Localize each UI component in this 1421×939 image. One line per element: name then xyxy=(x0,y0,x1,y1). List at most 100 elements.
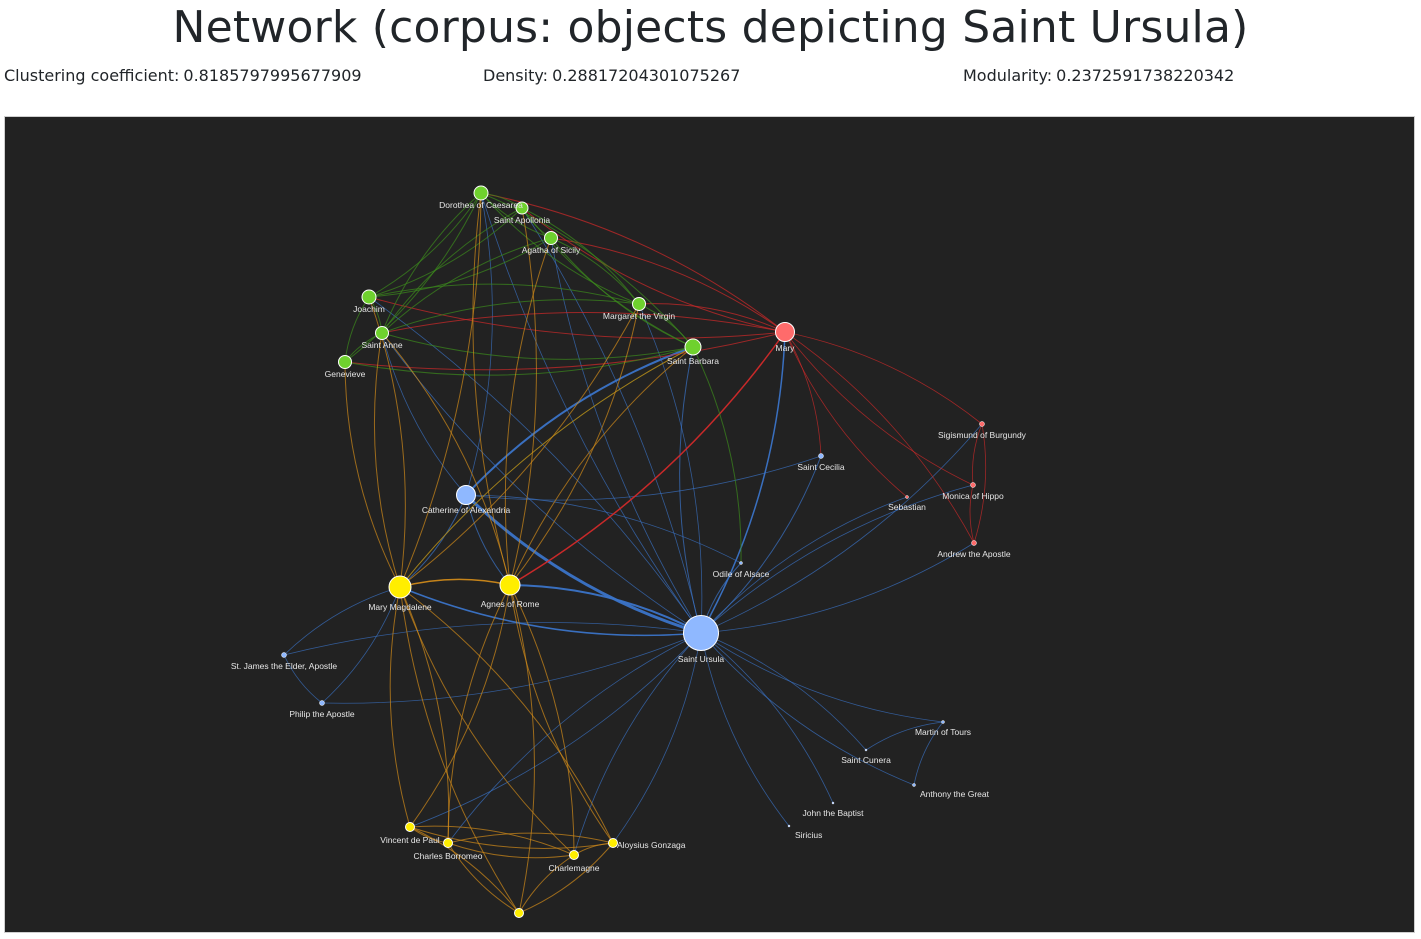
edge-ursula-charlemagne xyxy=(573,632,702,856)
node-martin[interactable] xyxy=(941,720,945,724)
edge-catherine-anne xyxy=(381,332,467,496)
node-odile[interactable] xyxy=(739,561,743,565)
node-sebastian[interactable] xyxy=(905,495,909,499)
edge-agnes-borromeo xyxy=(447,584,511,844)
edge-mary-monica xyxy=(784,331,974,486)
node-label-odile: Odile of Alsace xyxy=(713,569,770,579)
node-borromeo[interactable] xyxy=(443,838,453,848)
node-agatha[interactable] xyxy=(544,231,558,245)
node-label-agnes: Agnes of Rome xyxy=(481,599,540,609)
edge-ursula-agatha xyxy=(550,237,702,634)
edge-borromeo-unlabeled xyxy=(447,842,520,914)
node-vincent[interactable] xyxy=(405,822,415,832)
edge-ursula-apollonia xyxy=(521,207,702,634)
node-label-vincent: Vincent de Paul xyxy=(380,835,439,845)
metric-value: 0.8185797995677909 xyxy=(183,66,362,85)
edge-vincent-aloysius xyxy=(409,826,614,849)
edge-agnes-vincent xyxy=(409,584,511,828)
edge-magdalene-genevieve xyxy=(344,361,401,588)
edge-ursula-vincent xyxy=(409,632,702,828)
node-label-siricius: Siricius xyxy=(795,830,822,840)
node-label-mary: Mary xyxy=(776,343,796,353)
edge-agnes-aloysius xyxy=(509,584,614,844)
node-agnes[interactable] xyxy=(499,574,521,596)
node-andrew[interactable] xyxy=(971,540,977,546)
edge-ursula-magdalene xyxy=(399,586,702,637)
edge-mary-sigismund xyxy=(784,331,983,425)
edge-agnes-agatha xyxy=(504,237,552,586)
edge-mary-margaret xyxy=(638,303,786,333)
edge-magdalene-anne xyxy=(373,332,401,588)
edge-agnes-apollonia xyxy=(509,207,537,586)
node-catherine[interactable] xyxy=(456,485,476,505)
edge-magdalene-agnes xyxy=(399,578,511,588)
node-philip[interactable] xyxy=(319,700,325,706)
edge-mary-apollonia xyxy=(521,207,786,333)
edge-dorothea-anne xyxy=(381,192,482,334)
node-siricius[interactable] xyxy=(787,824,791,828)
edge-dorothea-joachim xyxy=(368,192,482,298)
node-ursula[interactable] xyxy=(683,615,719,651)
edge-joachim-margaret xyxy=(368,283,640,305)
edge-apollonia-barbara xyxy=(521,207,694,348)
edge-dorothea-genevieve xyxy=(344,192,482,363)
edge-ursula-sebastian xyxy=(700,496,908,634)
node-label-martin: Martin of Tours xyxy=(915,727,971,737)
node-johnbaptist[interactable] xyxy=(831,801,835,805)
edge-martin-anthony xyxy=(913,721,944,786)
edge-ursula-mary xyxy=(700,331,786,634)
node-sigismund[interactable] xyxy=(979,421,985,427)
node-anne[interactable] xyxy=(375,326,389,340)
node-cecilia[interactable] xyxy=(818,453,824,459)
node-apollonia[interactable] xyxy=(515,201,529,215)
page-title: Network (corpus: objects depicting Saint… xyxy=(172,2,1249,53)
node-james[interactable] xyxy=(281,652,287,658)
edge-cunera-martin xyxy=(865,721,944,751)
node-barbara[interactable] xyxy=(684,338,702,356)
node-label-magdalene: Mary Magdalene xyxy=(368,602,432,612)
node-label-agatha: Agatha of Sicily xyxy=(522,245,581,255)
edge-mary-cecilia xyxy=(784,331,822,457)
node-label-joachim: Joachim xyxy=(353,304,385,314)
node-magdalene[interactable] xyxy=(388,575,412,599)
edge-ursula-anthony xyxy=(700,632,915,786)
node-label-borromeo: Charles Borromeo xyxy=(414,851,483,861)
edge-agatha-barbara xyxy=(550,237,694,348)
edge-ursula-monica xyxy=(700,484,974,634)
edge-mary-andrew xyxy=(784,331,975,544)
node-label-johnbaptist: John the Baptist xyxy=(803,808,865,818)
node-charlemagne[interactable] xyxy=(569,850,579,860)
edge-ursula-james xyxy=(283,622,702,656)
metric-label: Modularity: xyxy=(963,66,1053,85)
edge-ursula-sigismund xyxy=(700,423,983,634)
node-joachim[interactable] xyxy=(361,289,377,305)
node-aloysius[interactable] xyxy=(608,838,618,848)
node-unlabeled[interactable] xyxy=(514,908,524,918)
metrics-row: Clustering coefficient:0.818579799567790… xyxy=(0,66,1421,88)
edge-ursula-agnes xyxy=(509,584,702,634)
metric-value: 0.28817204301075267 xyxy=(552,66,741,85)
node-mary[interactable] xyxy=(775,322,795,342)
edge-ursula-cunera xyxy=(700,632,867,751)
edge-ursula-joachim xyxy=(368,296,702,634)
node-anthony[interactable] xyxy=(912,783,916,787)
node-cunera[interactable] xyxy=(864,748,868,752)
node-label-ursula: Saint Ursula xyxy=(678,654,725,664)
metric-label: Clustering coefficient: xyxy=(4,66,180,85)
node-label-philip: Philip the Apostle xyxy=(289,709,354,719)
edge-mary-genevieve xyxy=(344,331,786,371)
node-label-margaret: Margaret the Virgin xyxy=(603,311,675,321)
edge-ursula-margaret xyxy=(638,303,703,634)
edge-james-magdalene xyxy=(283,586,401,656)
edge-magdalene-aloysius xyxy=(399,586,614,844)
node-margaret[interactable] xyxy=(632,297,646,311)
edge-monica-andrew xyxy=(969,484,975,544)
edge-james-philip xyxy=(283,654,323,704)
edge-mary-joachim xyxy=(368,296,786,339)
node-dorothea[interactable] xyxy=(473,185,489,201)
node-genevieve[interactable] xyxy=(338,355,352,369)
edge-magdalene-unlabeled xyxy=(399,586,520,914)
node-monica[interactable] xyxy=(970,482,976,488)
